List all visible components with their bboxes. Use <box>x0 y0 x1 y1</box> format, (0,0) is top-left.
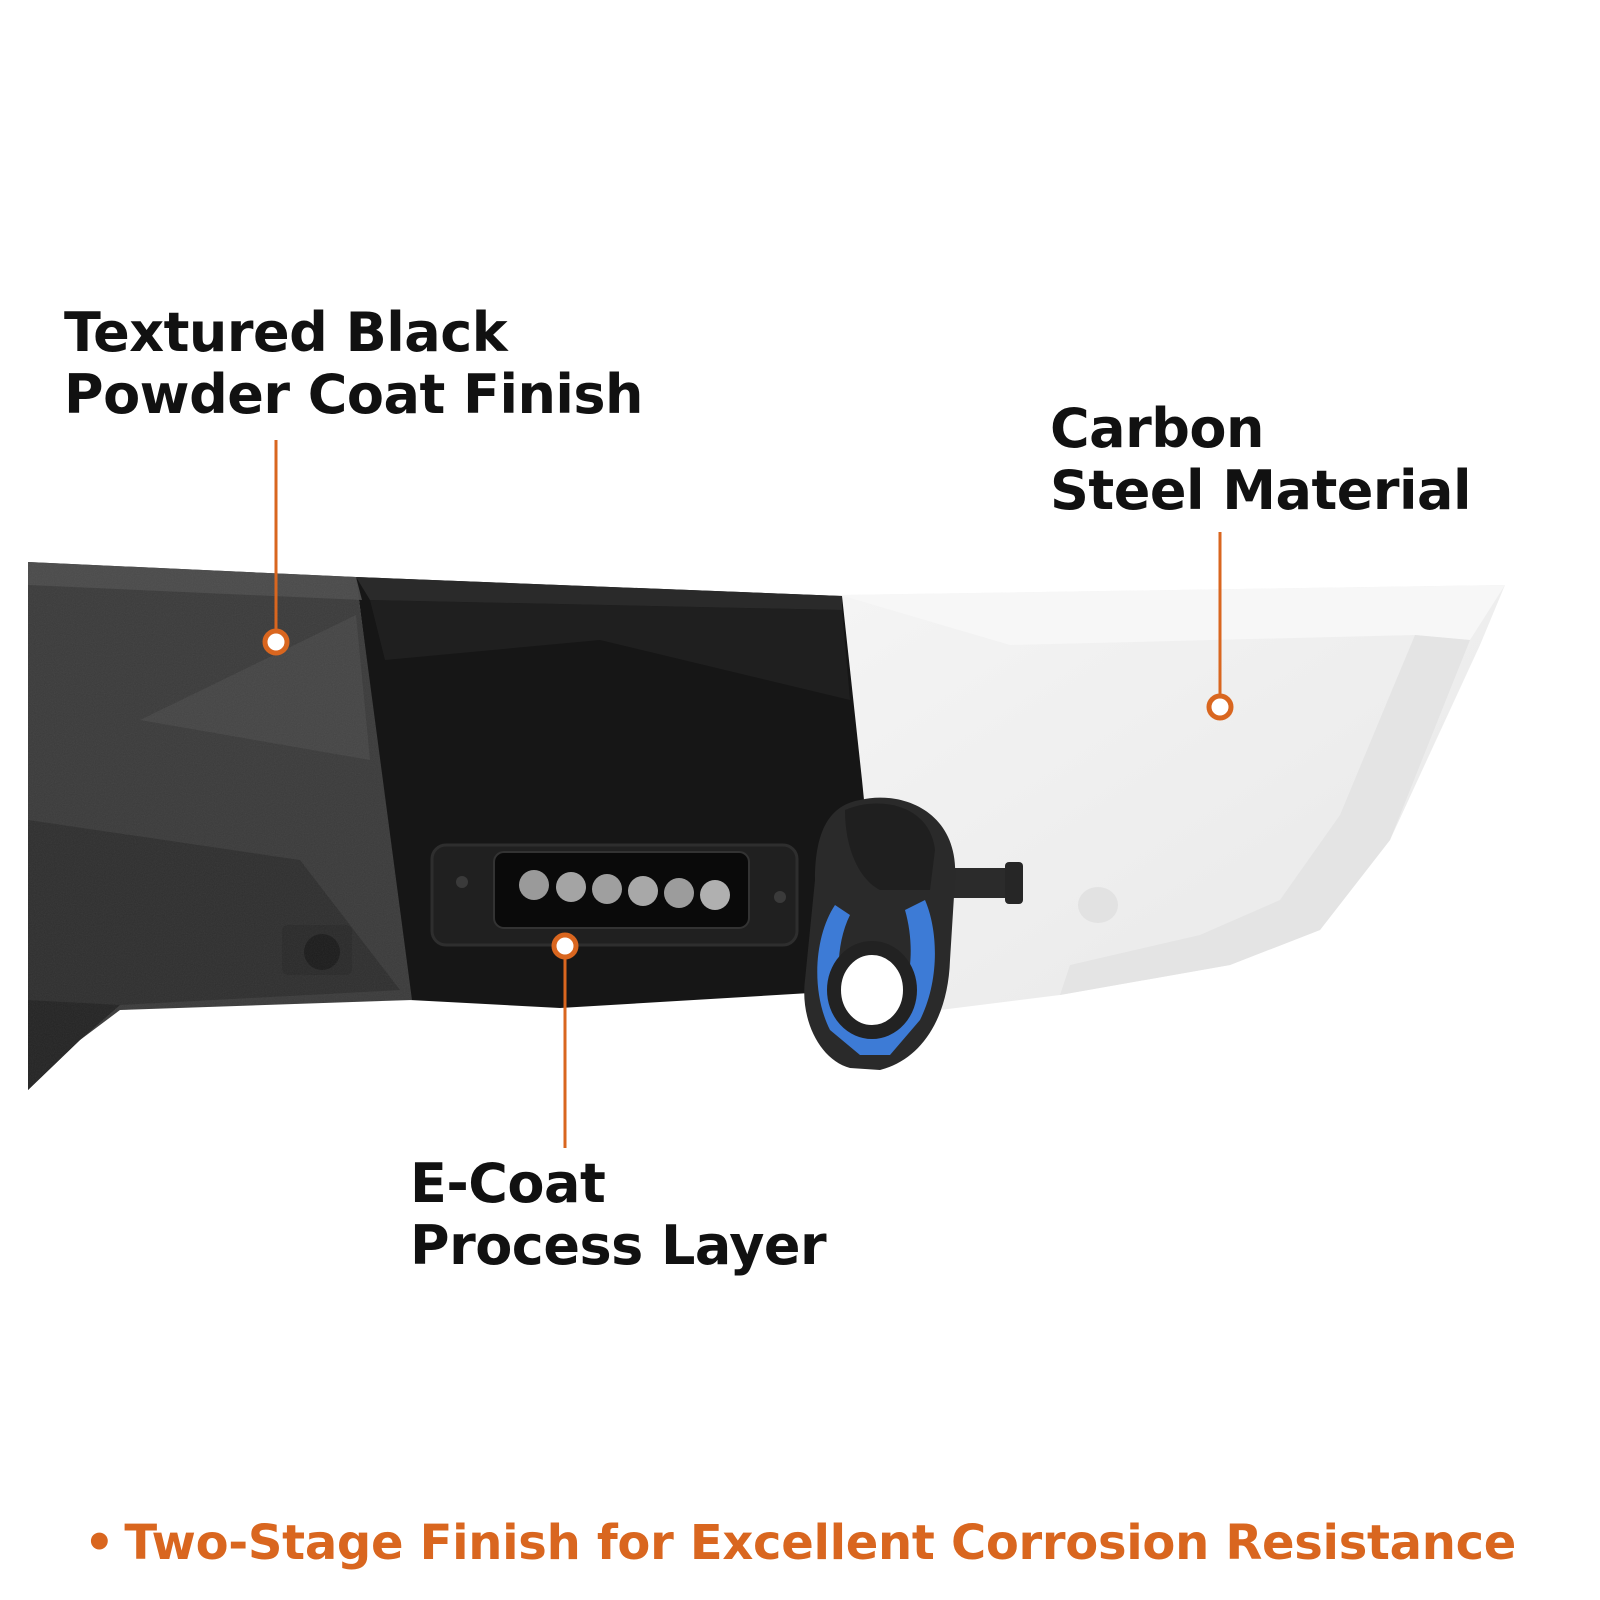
callout-carbon-steel-marker <box>1206 532 1234 721</box>
callout-powder-coat-line1: Textured Black <box>64 301 508 364</box>
led-light-bar <box>519 870 730 910</box>
callout-powder-coat-marker <box>262 440 290 656</box>
callout-e-coat-label: E-Coat Process Layer <box>410 1152 827 1277</box>
callout-e-coat-marker <box>551 932 579 1148</box>
callout-carbon-steel-line1: Carbon <box>1050 397 1264 460</box>
e-coat-section <box>356 577 880 1008</box>
carbon-steel-section <box>840 585 1505 1010</box>
callout-carbon-steel-line2: Steel Material <box>1050 459 1471 522</box>
tagline: •Two-Stage Finish for Excellent Corrosio… <box>0 1515 1600 1571</box>
callout-e-coat-line1: E-Coat <box>410 1152 606 1215</box>
callout-powder-coat-label: Textured Black Powder Coat Finish <box>64 301 644 426</box>
callout-e-coat-line2: Process Layer <box>410 1214 827 1277</box>
callout-carbon-steel-label: Carbon Steel Material <box>1050 398 1471 522</box>
tagline-text: Two-Stage Finish for Excellent Corrosion… <box>124 1515 1516 1571</box>
callout-powder-coat-line2: Powder Coat Finish <box>64 363 644 426</box>
d-ring-shackle <box>804 797 1023 1070</box>
tagline-bullet: • <box>84 1515 115 1571</box>
